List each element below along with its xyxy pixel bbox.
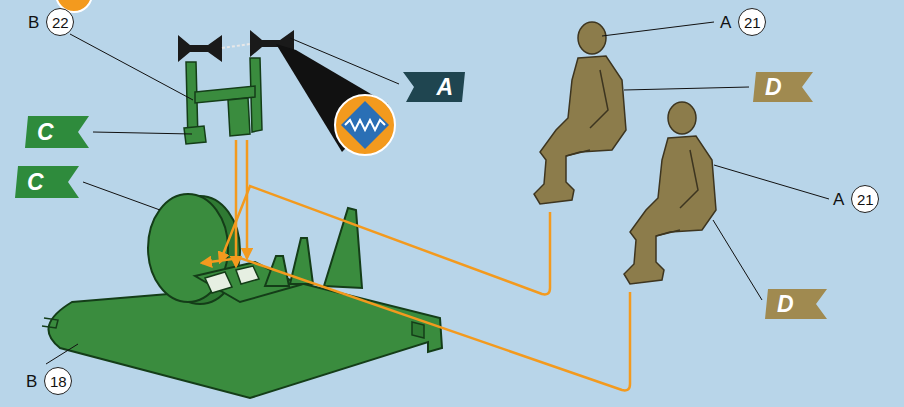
paint-flag: C (25, 116, 89, 148)
glue-diamond (341, 101, 389, 149)
placement-arrow (220, 186, 550, 294)
paint-flag: D (753, 72, 813, 102)
paint-flag: C (15, 166, 79, 198)
callout-circle: 18 (44, 367, 72, 395)
stand-block (228, 98, 250, 136)
sprue-letter: A (833, 191, 844, 208)
callout-number: 21 (857, 192, 874, 207)
leader-line (46, 344, 78, 364)
paint-code: C (37, 121, 54, 144)
leader-line (602, 22, 714, 36)
flag-fill (25, 116, 89, 148)
plate-notch (42, 318, 58, 328)
sprue-letter: A (720, 14, 731, 31)
flag-shape (15, 166, 79, 198)
part-callout: B 18 (26, 367, 72, 395)
callout-number: 21 (744, 15, 761, 30)
placement-arrow (235, 140, 238, 266)
stand-foot (184, 126, 206, 144)
pilot-detail (656, 150, 698, 236)
pilot-detail (566, 70, 608, 156)
placement-arrow (202, 258, 630, 390)
pilot-body (534, 56, 626, 204)
leader-line (93, 132, 192, 134)
leader-line (290, 38, 399, 84)
glue-zigzag (345, 120, 385, 130)
paint-code: D (777, 293, 794, 316)
pilot-figure (534, 22, 626, 204)
flag-fill (753, 72, 813, 102)
paint-code: C (27, 171, 44, 194)
leader-line (714, 165, 829, 199)
callout-number: 22 (52, 15, 69, 30)
seat-hole (236, 266, 259, 284)
paint-flag: D (765, 289, 827, 319)
leader-line (83, 182, 160, 210)
pilot-figure (624, 102, 716, 284)
pilot-head (668, 102, 696, 134)
flag-fill (765, 289, 827, 319)
flag-shape (403, 72, 465, 102)
part-callout: B 22 (28, 8, 74, 36)
seat-hole (205, 272, 232, 293)
callout-circle: 21 (851, 185, 879, 213)
callout-circle: 22 (46, 8, 74, 36)
flag-shape (765, 289, 827, 319)
pilot-body (624, 136, 716, 284)
flag-fill (403, 72, 465, 102)
leader-line (70, 34, 193, 100)
binocular (178, 35, 222, 62)
dotted-link (222, 44, 250, 48)
callout-number: 18 (50, 374, 67, 389)
part-callout: A 21 (720, 8, 766, 36)
flag-fill (15, 166, 79, 198)
leader-line (624, 87, 749, 90)
paint-code: A (436, 76, 453, 99)
callout-circle: 21 (738, 8, 766, 36)
sprue-letter: B (28, 14, 39, 31)
paint-flag: A (403, 72, 465, 102)
flag-shape (25, 116, 89, 148)
part-callout: A 21 (833, 185, 879, 213)
leader-lines (46, 22, 829, 364)
glue-symbol (335, 95, 395, 155)
paint-code: D (765, 76, 782, 99)
plate-tab (412, 322, 424, 338)
flag-shape (753, 72, 813, 102)
leader-line (713, 220, 762, 300)
sprue-letter: B (26, 373, 37, 390)
pilot-head (578, 22, 606, 54)
